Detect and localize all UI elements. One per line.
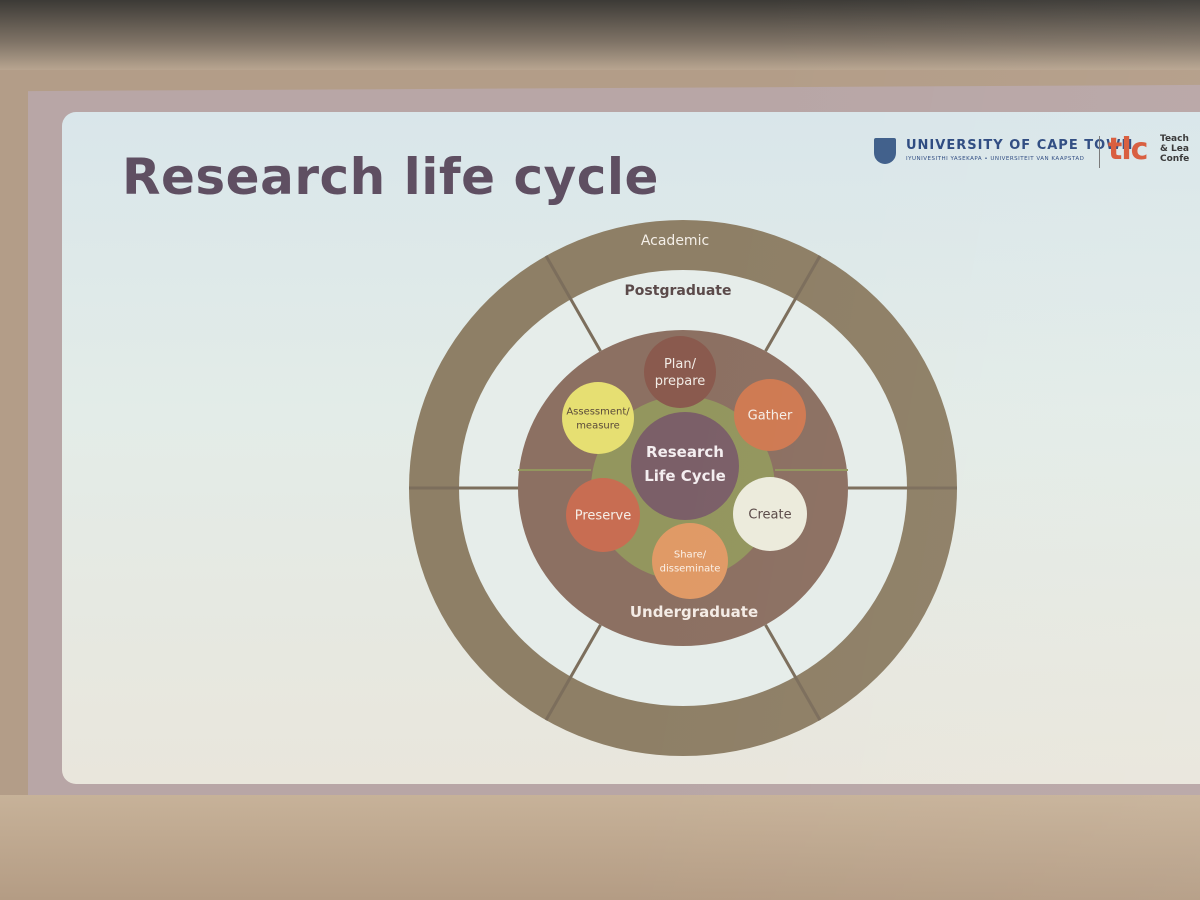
- stage-circle: [566, 478, 640, 552]
- tlc-logo-words: Teach & Lea Confe: [1160, 134, 1200, 164]
- institution-logos: UNIVERSITY OF CAPE TOWN IYUNIVESITHI YAS…: [874, 132, 1200, 174]
- logo-divider: [1099, 136, 1100, 168]
- academic-label: Academic: [641, 233, 709, 249]
- postgraduate-label: Postgraduate: [625, 283, 732, 299]
- university-subtitle: IYUNIVESITHI YASEKAPA • UNIVERSITEIT VAN…: [906, 156, 1085, 162]
- segment-divider-line: [544, 624, 602, 721]
- center-label: Research: [646, 443, 724, 461]
- segment-divider-line: [544, 255, 602, 352]
- stage-circle: [734, 379, 806, 451]
- stage-circle: [562, 382, 634, 454]
- segment-divider-line: [764, 624, 822, 721]
- segment-dividers: [409, 255, 957, 721]
- tlc-word: Confe: [1160, 154, 1190, 164]
- stage-label: measure: [576, 421, 620, 432]
- center-circle: [631, 412, 739, 520]
- stage-label: Gather: [748, 409, 793, 424]
- center-label: Life Cycle: [644, 467, 726, 485]
- stage-circle: [644, 336, 716, 408]
- segment-divider-line: [764, 255, 822, 352]
- undergraduate-label: Undergraduate: [630, 603, 758, 621]
- stage-label: Share/: [674, 550, 707, 561]
- uct-crest-icon: [874, 138, 896, 164]
- tlc-logo: tlc: [1108, 132, 1148, 167]
- stage-label: disseminate: [660, 564, 721, 575]
- slide-title: Research life cycle: [122, 148, 659, 206]
- stage-label: Preserve: [575, 509, 631, 524]
- stage-circle: [652, 523, 728, 599]
- room-background-top: [0, 0, 1200, 70]
- stage-label: Assessment/: [566, 407, 630, 418]
- university-name: UNIVERSITY OF CAPE TOWN: [906, 138, 1134, 153]
- tlc-word: & Lea: [1160, 144, 1189, 154]
- tlc-word: Teach: [1160, 134, 1189, 144]
- stage-label: prepare: [655, 374, 706, 389]
- screen-bottom-area: [0, 795, 1200, 900]
- stage-label: Create: [748, 508, 791, 523]
- stage-circle: [733, 477, 807, 551]
- stage-label: Plan/: [664, 357, 697, 372]
